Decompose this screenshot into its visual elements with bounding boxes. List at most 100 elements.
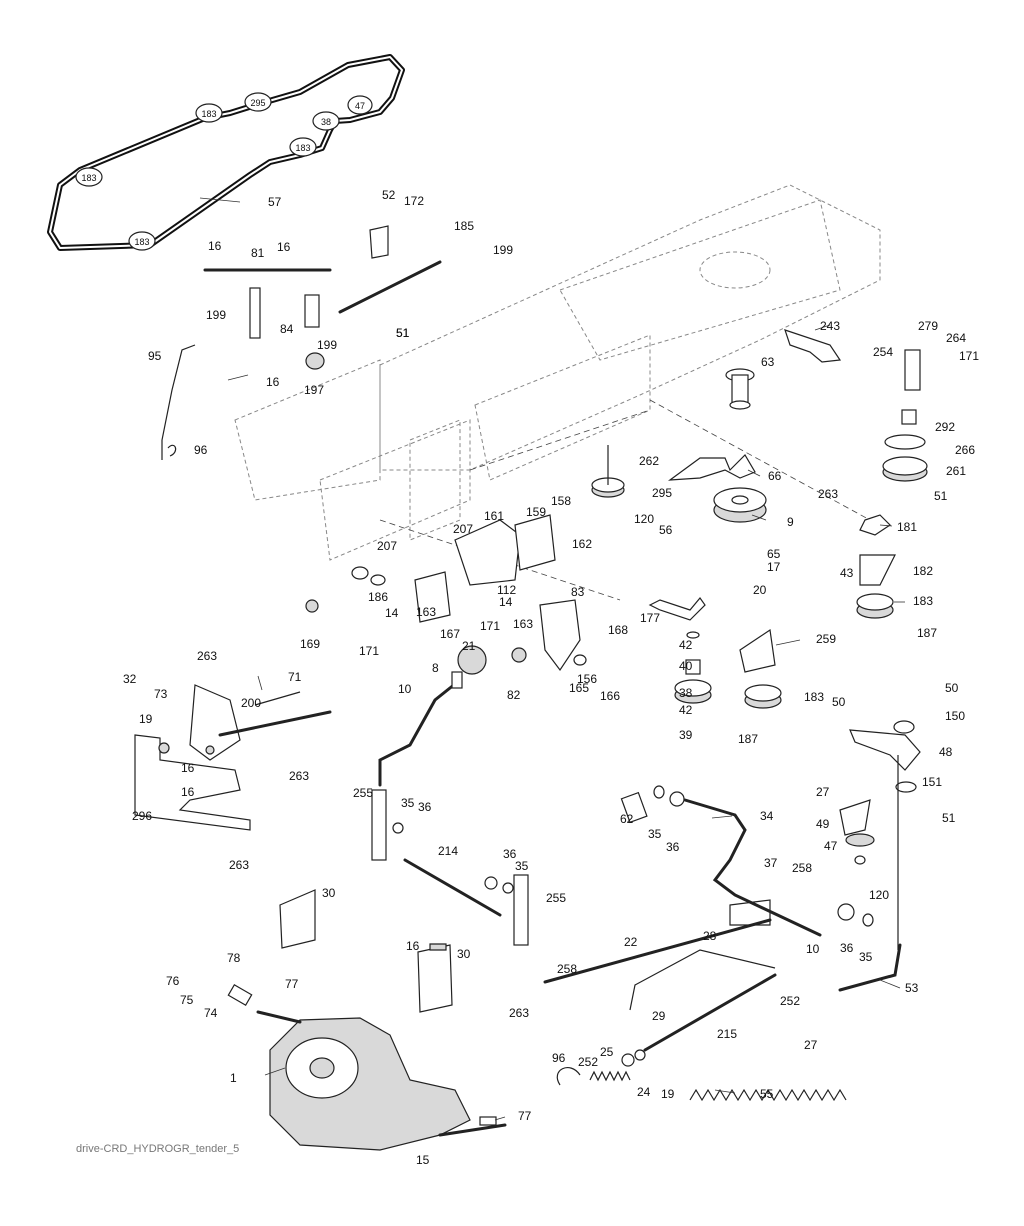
part-number-label: 258 [792,861,812,875]
control-lever [543,785,902,1052]
part-number-label: 262 [639,454,659,468]
part-number-label: 261 [946,464,966,478]
part-number-label: 171 [959,349,979,363]
part-number-label: 186 [368,590,388,604]
part-number-label: 76 [166,974,180,988]
part-number-label: 16 [181,761,195,775]
part-number-label: 171 [480,619,500,633]
part-number-label: 16 [181,785,195,799]
part-number-label: 19 [661,1087,675,1101]
part-number-label: 166 [600,689,620,703]
part-number-label: 296 [132,809,152,823]
part-number-label: 255 [546,891,566,905]
part-number-label: 199 [206,308,226,322]
belt-pulley [244,92,272,112]
part-number-label: 1 [230,1071,237,1085]
belt-pulley-label: 183 [295,143,310,153]
part-number-label: 171 [359,644,379,658]
part-number-label: 292 [935,420,955,434]
part-number-label: 207 [453,522,473,536]
part-number-label: 82 [507,688,521,702]
part-number-label: 187 [738,732,758,746]
belt-pulley-label: 183 [134,237,149,247]
part-number-label: 35 [401,796,415,810]
part-number-label: 159 [526,505,546,519]
part-number-label: 279 [918,319,938,333]
part-number-label: 264 [946,331,966,345]
part-number-label: 156 [577,672,597,686]
part-number-label: 158 [551,494,571,508]
part-number-label: 163 [513,617,533,631]
part-number-label: 62 [620,812,634,826]
part-number-label: 65 [767,547,781,561]
part-number-label: 63 [761,355,775,369]
part-number-label: 40 [679,659,693,673]
part-number-label: 22 [624,935,638,949]
part-number-label: 185 [454,219,474,233]
part-number-label: 161 [484,509,504,523]
part-number-label: 215 [717,1027,737,1041]
part-number-label: 24 [637,1085,651,1099]
belt-pulley-labels [75,92,373,251]
part-number-label: 37 [764,856,778,870]
part-number-label: 183 [804,690,824,704]
part-number-label: 172 [404,194,424,208]
part-number-label: 214 [438,844,458,858]
part-number-label: 35 [648,827,662,841]
part-number-label: 207 [377,539,397,553]
part-number-label: 151 [922,775,942,789]
part-number-label: 197 [304,383,324,397]
part-number-label: 9 [787,515,794,529]
part-number-label: 35 [859,950,873,964]
part-number-label: 120 [634,512,654,526]
belt-pulley [75,167,103,187]
part-number-label: 10 [398,682,412,696]
part-number-label: 169 [300,637,320,651]
part-number-label: 36 [418,800,432,814]
part-number-label: 81 [251,246,265,260]
part-number-label: 53 [905,981,919,995]
hydrostatic-transmission [227,983,507,1151]
part-number-label: 50 [832,695,846,709]
belt-pulley [128,231,156,251]
part-number-label: 16 [266,375,280,389]
part-number-label: 32 [123,672,137,686]
part-number-label: 252 [578,1055,598,1069]
part-number-label: 182 [913,564,933,578]
belt-pulley-label: 183 [201,109,216,119]
part-number-label: 8 [432,661,439,675]
part-number-label: 30 [322,886,336,900]
part-number-label: 263 [289,769,309,783]
part-number-label: 36 [503,847,517,861]
part-number-label: 14 [385,606,399,620]
part-number-label: 55 [760,1087,774,1101]
part-number-label: 263 [509,1006,529,1020]
part-number-label: 16 [277,240,291,254]
belt-pulley-label: 183 [81,173,96,183]
part-number-label: 50 [945,681,959,695]
part-number-label: 51 [942,811,956,825]
part-number-label: 95 [148,349,162,363]
part-number-label: 181 [897,520,917,534]
part-number-label: 263 [818,487,838,501]
part-number-label: 150 [945,709,965,723]
part-number-label: 27 [804,1038,818,1052]
part-number-label: 48 [939,745,953,759]
part-number-label: 14 [499,595,513,609]
part-number-label: 16 [208,239,222,253]
shift-linkage [161,225,442,460]
center-brackets [305,514,587,675]
part-number-label: 254 [873,345,893,359]
part-number-label: 263 [197,649,217,663]
part-number-label: 258 [557,962,577,976]
part-number-label: 243 [820,319,840,333]
part-number-label: 19 [139,712,153,726]
part-number-label: 78 [227,951,241,965]
part-number-label: 39 [679,728,693,742]
part-number-label: 74 [204,1006,218,1020]
part-number-label: 167 [440,627,460,641]
part-number-label: 16 [406,939,420,953]
